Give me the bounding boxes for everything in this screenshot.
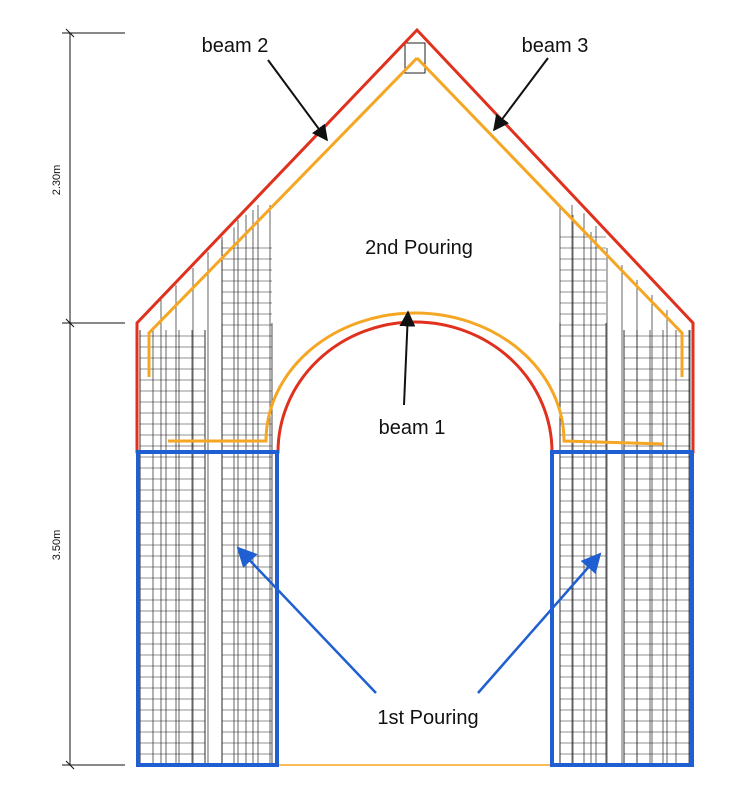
dimension-label-lower: 3.50m [51, 530, 63, 561]
beam-2-arrow [267, 59, 328, 142]
beam-3-line [415, 56, 684, 377]
beam-2-line [147, 56, 419, 377]
label-beam-2: beam 2 [202, 35, 269, 57]
apex-vent-rect [404, 42, 426, 74]
dimension-label-upper: 2.30m [51, 165, 63, 196]
beam-1-arrow [399, 310, 416, 406]
label-beam-1: beam 1 [379, 417, 446, 439]
first-pouring-arrow-left [236, 546, 377, 694]
dimension-slashes [65, 28, 75, 770]
first-pouring-left-column [136, 450, 279, 767]
label-beam-3: beam 3 [522, 35, 589, 57]
dimension-lines [62, 28, 125, 770]
label-second-pouring: 2nd Pouring [365, 237, 473, 259]
first-pouring-arrow-right [477, 552, 602, 694]
label-first-pouring: 1st Pouring [377, 707, 478, 729]
rebar-grid-layer [139, 205, 691, 766]
second-pouring-outline [135, 27, 695, 454]
beam-3-arrow [493, 57, 549, 132]
